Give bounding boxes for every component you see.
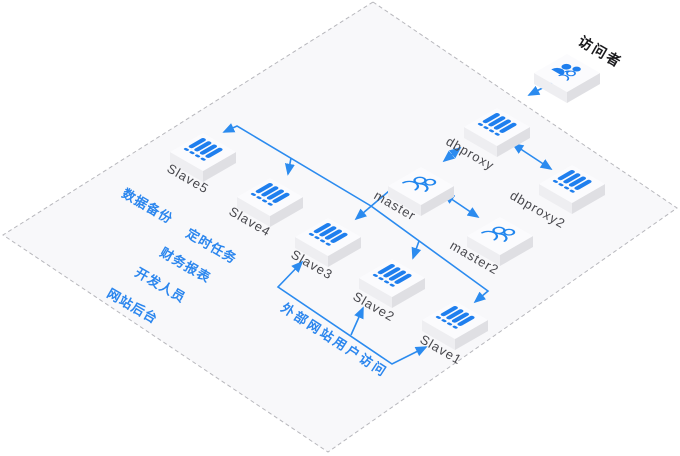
arrow-bus-to-slave4: [284, 157, 295, 176]
arrow-master-to-slave3: [354, 190, 390, 221]
arrow-external-to-slave2: [350, 306, 364, 336]
arrow-dbproxy-master: [442, 146, 462, 163]
line-replication-bus-to-slave1: [370, 205, 490, 304]
arrow-dbproxy-dbproxy2: [511, 143, 553, 170]
line-replication-bus-to-slave5: [222, 123, 372, 207]
arrow-bus-to-slave2: [411, 240, 422, 260]
node-visitor: [534, 54, 600, 103]
line-external-access-bus: [276, 260, 428, 365]
